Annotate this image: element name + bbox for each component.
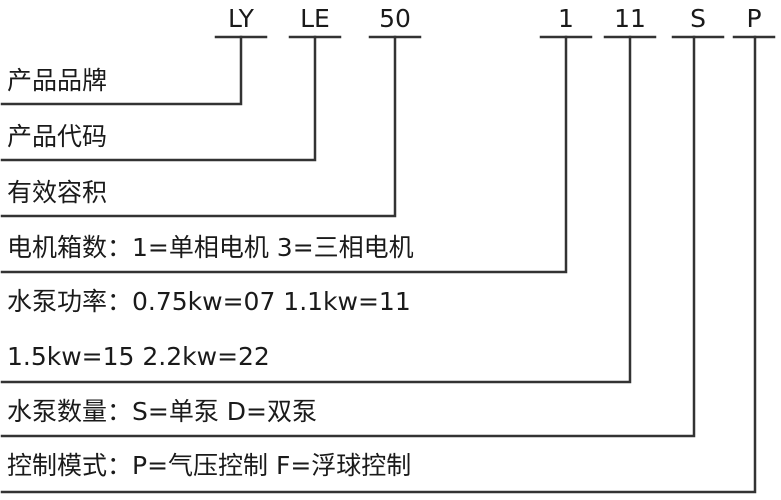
code-pump-qty: S [690,4,706,33]
code-motor: 1 [558,4,574,33]
leader-control [0,35,757,494]
code-pump-power: 11 [614,4,646,33]
leader-pump-qty [0,35,696,438]
row-brand: 产品品牌 [7,66,108,95]
row-volume: 有效容积 [7,178,108,207]
row-motor: 电机箱数：1=单相电机 3=三相电机 [7,233,414,262]
row-pump-qty: 水泵数量：S=单泵 D=双泵 [7,397,317,426]
row-product: 产品代码 [7,122,108,151]
leader-brand [0,35,243,106]
code-control: P [746,4,762,33]
row-pump-power-2: 1.5kw=15 2.2kw=22 [7,342,270,371]
leader-pump-power [0,35,632,384]
leader-motor [0,35,568,274]
row-pump-power-1: 水泵功率：0.75kw=07 1.1kw=11 [7,287,411,316]
leader-product [0,35,317,162]
code-brand: LY [228,4,254,33]
row-control: 控制模式：P=气压控制 F=浮球控制 [7,451,412,480]
leader-volume [0,35,397,218]
code-product: LE [300,4,330,33]
code-volume: 50 [379,4,411,33]
